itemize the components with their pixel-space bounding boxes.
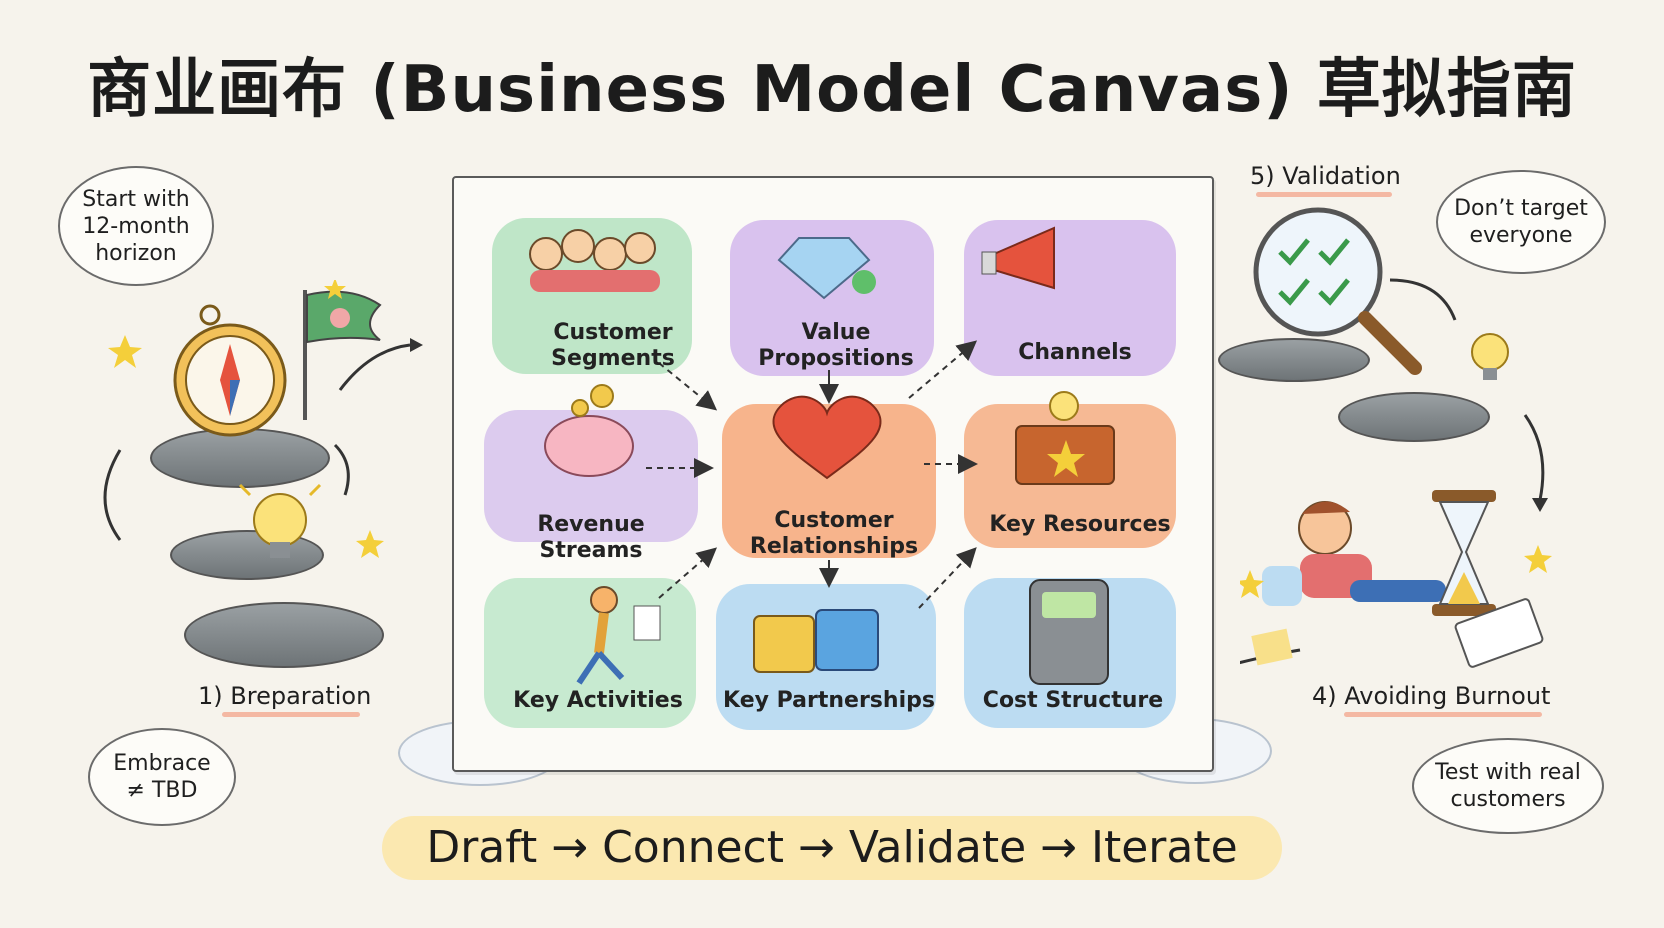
bubble-line: ≠ TBD [126,778,198,803]
notebook-icon [1251,598,1544,668]
people-group-icon [529,229,660,292]
bubble-line: customers [1450,787,1566,812]
toolbox-icon [1015,391,1115,485]
megaphone-icon [981,226,1055,290]
arrow-icon [918,547,977,609]
label-customer-relationships: Customer Relationships [734,508,934,560]
calculator-icon [1029,579,1109,685]
block-key-activities [484,578,696,728]
diamond-icon [777,237,876,300]
bubble-line: Embrace [113,751,211,776]
speech-bubble-target: Don’t target everyone [1436,170,1606,274]
step-label-preparation: 1) Breparation [198,682,372,710]
step-underline [1344,712,1542,717]
label-line: Key Resources [989,512,1171,537]
arrow-icon [338,343,411,391]
business-model-canvas: Customer Segments Value Propositions Cha… [452,176,1214,772]
label-line: Propositions [758,346,914,371]
step-underline [222,712,360,717]
speech-bubble-embrace: Embrace ≠ TBD [88,728,236,826]
label-channels: Channels [1000,340,1150,366]
bubble-line: horizon [95,240,177,266]
arrow-icon [103,449,122,541]
stone-upper [1218,338,1370,382]
arrow-icon [908,340,978,399]
label-line: Customer [553,320,673,345]
page-title: 商业画布 (Business Model Canvas) 草拟指南 [87,53,1577,127]
block-channels [964,220,1176,376]
flow-steps: Draft → Connect → Validate → Iterate [426,822,1238,873]
arrow-icon [658,362,718,411]
canvas-illustrations [529,226,1115,685]
speech-bubble-test: Test with real customers [1412,738,1604,834]
label-revenue-streams: Revenue Streams [482,512,700,564]
label-line: Relationships [749,534,919,559]
speech-bubble-horizon: Start with 12-month horizon [58,166,214,286]
label-key-partnerships: Key Partnerships [716,688,942,714]
label-key-resources: Key Resources [984,512,1176,538]
label-line: Cost Structure [982,688,1164,713]
left-icons [103,280,423,558]
bubble-line: Start with [82,186,190,212]
arrow-icon [658,547,718,599]
label-value-propositions: Value Propositions [736,320,936,372]
flag-icon [303,290,382,420]
bubble-line: 12-month [82,213,190,239]
right-icons [1240,207,1552,668]
label-key-activities: Key Activities [498,688,698,714]
label-line: Channels [1018,340,1132,365]
label-customer-segments: Customer Segments [538,320,688,372]
label-line: Value [801,320,871,345]
compass-icon [173,304,287,437]
label-line: Key Activities [513,688,683,713]
puzzle-icon [753,609,879,673]
label-line: Revenue Streams [537,512,645,563]
label-line: Segments [551,346,675,371]
magnifying-glass-icon [1253,207,1422,375]
step-label-validation: 5) Validation [1250,162,1401,190]
bubble-line: Test with real [1435,760,1581,785]
sparkle-icon [108,280,384,558]
step-label-avoiding-burnout: 4) Avoiding Burnout [1312,682,1551,710]
bubble-line: everyone [1469,223,1573,248]
label-line: Key Partnerships [723,688,935,713]
label-line: Customer [774,508,894,533]
arrow-icon [1389,278,1457,321]
light-bulb-icon [1471,333,1509,380]
running-person-icon [576,586,661,685]
light-bulb-icon [238,483,322,558]
step-underline [1256,192,1392,197]
stone-bottom [184,602,384,668]
arrow-icon [1523,414,1545,501]
sparkle-icon [1240,545,1552,598]
hourglass-icon [1432,490,1496,616]
relaxing-person-icon [1262,501,1446,606]
label-cost-structure: Cost Structure [968,688,1178,714]
piggy-bank-icon [544,384,634,477]
bubble-line: Don’t target [1454,196,1588,221]
heart-handshake-icon [772,395,882,480]
stone-lower [1338,392,1490,442]
flow-highlight [382,816,1282,880]
